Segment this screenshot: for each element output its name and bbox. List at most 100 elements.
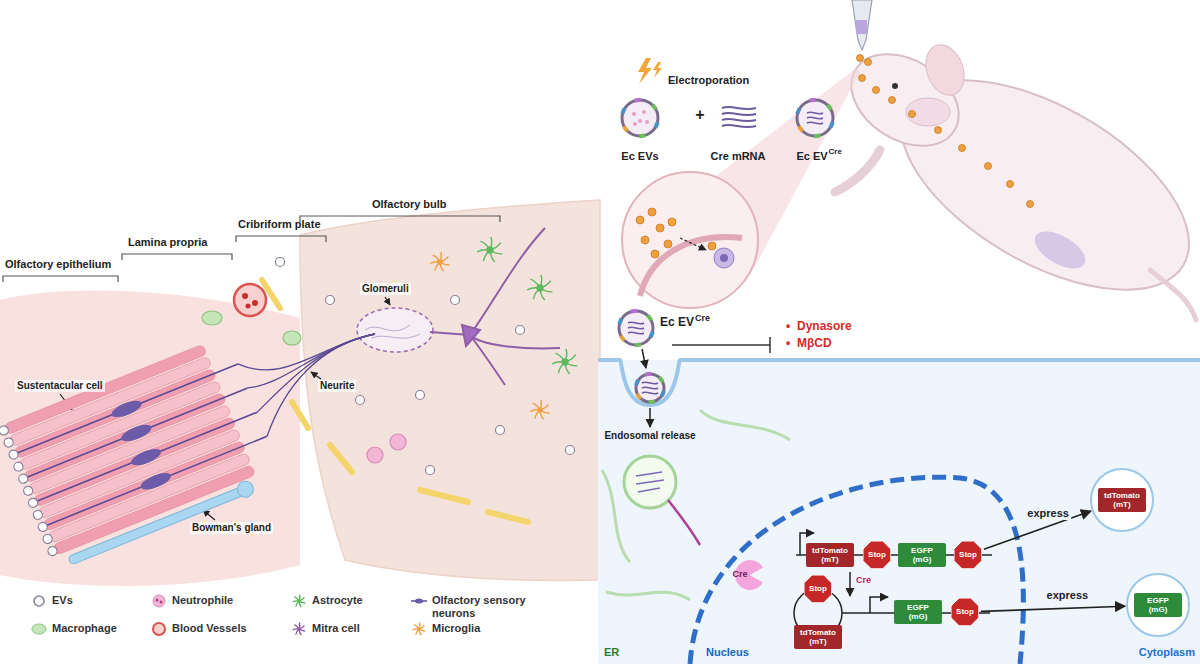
olfactory-epithelium xyxy=(110,397,144,420)
mouse-illustration xyxy=(906,98,950,126)
mitral-cell xyxy=(470,335,560,348)
astrocyte xyxy=(536,284,543,291)
ev-dots xyxy=(1027,201,1034,208)
legend-icon xyxy=(410,594,428,608)
bottom-panel xyxy=(598,360,1200,664)
stop-octagon xyxy=(951,598,979,626)
ev-icon xyxy=(628,322,644,324)
blood-vessel xyxy=(234,284,266,316)
ev-icon xyxy=(807,122,823,124)
electroporation-symbol xyxy=(653,62,662,78)
dna-strand xyxy=(870,597,888,613)
stop-octagon xyxy=(863,541,891,569)
microglia xyxy=(437,259,443,265)
ev-icon xyxy=(660,390,666,397)
astrocyte xyxy=(486,246,493,253)
ev-icon xyxy=(795,98,834,138)
macrophage xyxy=(202,311,222,325)
ev-icon xyxy=(642,382,658,384)
endoplasmic-reticulum xyxy=(602,410,790,600)
stop-sign: Stop xyxy=(863,541,891,569)
ev-icon xyxy=(797,125,804,132)
region-label: Cribriform plate xyxy=(238,218,321,231)
extracellular-vesicle xyxy=(416,391,425,400)
ev-dots xyxy=(1007,181,1014,188)
bottom-panel xyxy=(598,360,1200,405)
blood-vessel xyxy=(234,284,266,316)
compartment-label: ER xyxy=(604,646,619,659)
compartment-label: Nucleus xyxy=(706,646,749,659)
ev-icon xyxy=(634,379,640,386)
ev-icon xyxy=(645,372,651,377)
protein-circle: EGFP (mG) xyxy=(1126,573,1190,637)
superscript: Cre xyxy=(695,313,710,323)
ev-icon xyxy=(628,327,644,329)
ev-icon xyxy=(636,374,664,402)
olfactory-epithelium xyxy=(45,436,268,526)
ev-icon xyxy=(619,335,626,342)
inhibition-symbol xyxy=(672,344,770,346)
legend-text: EVs xyxy=(52,594,73,607)
endoplasmic-reticulum xyxy=(606,592,690,600)
olfactory-bulb-region xyxy=(300,200,600,580)
legend-text: Neutrophile xyxy=(172,594,233,607)
ev-icon xyxy=(810,98,816,103)
pipette xyxy=(852,0,872,50)
ev-icon xyxy=(619,311,653,345)
region-bracket xyxy=(300,216,500,222)
ev-dots xyxy=(865,59,872,66)
extracellular-vesicle xyxy=(566,446,575,455)
olfactory-epithelium xyxy=(22,485,34,497)
ev-icon xyxy=(658,376,665,383)
cribriform-plate xyxy=(262,280,528,522)
region-bracket xyxy=(3,276,118,282)
ev-dots xyxy=(708,242,716,250)
node-text: EGFP (mG) xyxy=(898,603,938,621)
legend-icon xyxy=(34,596,44,606)
legend-entry: Neutrophile xyxy=(150,594,233,608)
olfactory-epithelium xyxy=(25,388,248,478)
node-text: tdTomato (mT) xyxy=(1098,488,1146,512)
legend-icon xyxy=(297,627,301,631)
gene-box: EGFP (mG) xyxy=(894,600,942,624)
olfactory-epithelium xyxy=(139,470,173,493)
nucleus-envelope xyxy=(690,477,1023,664)
item-label: Ec EV xyxy=(796,150,827,163)
cre-mrna xyxy=(722,113,756,115)
ev-dots xyxy=(873,87,880,94)
extracellular-vesicle xyxy=(426,466,435,475)
neutrophile xyxy=(367,447,383,463)
legend-text: Olfactory sensory neurons xyxy=(432,594,532,619)
olfactory-epithelium xyxy=(37,521,49,533)
olfactory-epithelium xyxy=(17,473,29,485)
ev-icon xyxy=(829,121,835,128)
node-text: Stop xyxy=(959,550,977,559)
legend-text: Blood Vessels xyxy=(172,622,247,635)
legend-text: Macrophage xyxy=(52,622,117,635)
ev-icon xyxy=(814,134,820,139)
bullet: • xyxy=(786,320,790,334)
ev-icon xyxy=(649,400,655,405)
ev-icon xyxy=(654,121,660,128)
cre-mrna xyxy=(722,107,756,109)
legend-text: Microglia xyxy=(432,622,480,635)
olfactory-epithelium xyxy=(13,461,25,473)
electroporation-symbol xyxy=(638,58,662,84)
legend-icon xyxy=(293,595,306,608)
region-label: Olfactory bulb xyxy=(372,198,447,211)
extracellular-vesicle xyxy=(496,426,505,435)
region-label: Lamina propria xyxy=(128,236,207,249)
microglia xyxy=(430,252,449,271)
olfactory-epithelium xyxy=(8,449,20,461)
legend-icon xyxy=(30,622,48,636)
ev-icon xyxy=(617,318,623,325)
node-text: EGFP (mG) xyxy=(1134,593,1182,617)
legend-icon xyxy=(290,622,308,636)
legend-entry: EVs xyxy=(30,594,73,608)
cribriform-plate xyxy=(488,512,528,522)
ev-icon xyxy=(631,309,637,314)
ev-dots xyxy=(935,127,942,134)
legend-icon xyxy=(153,623,165,635)
node-text: Stop xyxy=(868,550,886,559)
